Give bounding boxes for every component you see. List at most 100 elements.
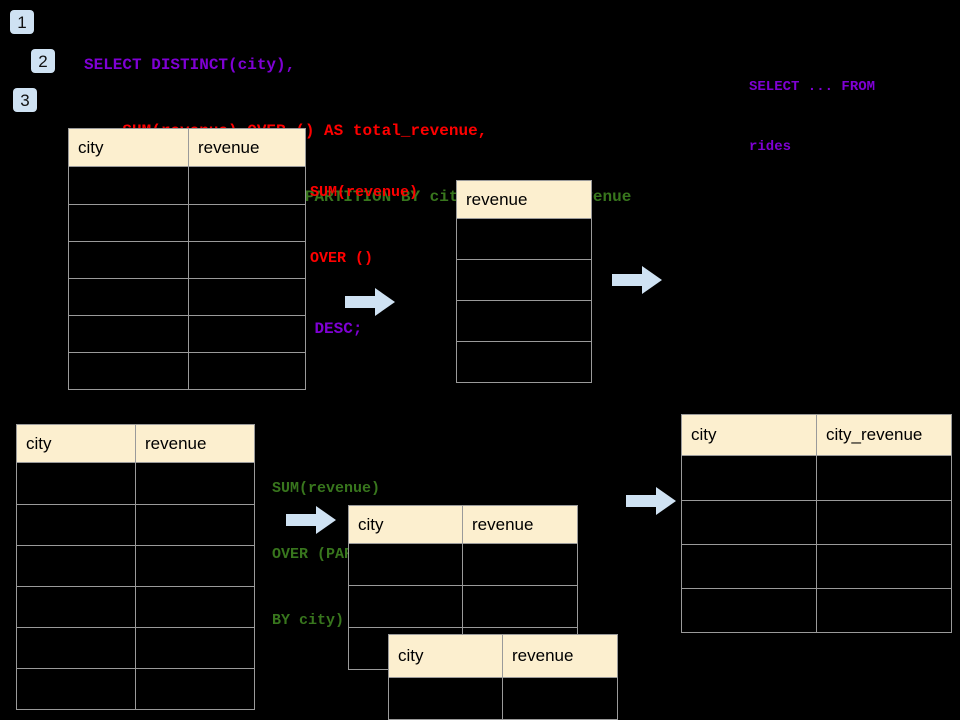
partition-group-table-front: city revenue <box>388 634 618 720</box>
table-cell <box>816 500 952 545</box>
table-cell <box>135 462 255 505</box>
table-cell <box>135 627 255 669</box>
step-badge-3: 3 <box>13 88 37 112</box>
column-header-city: city <box>348 505 463 544</box>
table-cell <box>816 455 952 501</box>
table-cell <box>188 352 306 390</box>
table-row <box>68 241 306 279</box>
table-row <box>16 627 255 669</box>
table-cell <box>68 278 189 316</box>
table-cell <box>188 241 306 279</box>
table-cell <box>462 585 578 628</box>
side-note-line-1: SELECT ... FROM <box>749 79 876 95</box>
annotation-city-revenue-line-1: SUM(revenue) <box>272 480 381 497</box>
table-cell <box>68 204 189 242</box>
table-row <box>456 259 592 301</box>
table-row <box>388 677 618 720</box>
table-cell <box>681 455 817 501</box>
table-cell <box>16 668 136 710</box>
table-row <box>681 588 952 633</box>
table-row <box>456 300 592 342</box>
rides-source-table-bottom: city revenue <box>16 424 255 710</box>
table-row <box>68 204 306 242</box>
side-note-line-2: rides <box>749 139 792 155</box>
table-row <box>348 585 578 628</box>
table-cell <box>681 544 817 589</box>
side-note-select-from-rides: SELECT ... FROM rides <box>749 37 875 197</box>
table-cell <box>16 586 136 628</box>
column-header-city: city <box>68 128 189 167</box>
column-header-city: city <box>16 424 136 463</box>
arrow-rides-to-partition <box>286 506 336 534</box>
column-header-city: city <box>681 414 817 456</box>
table-cell <box>462 543 578 586</box>
annotation-city-revenue: SUM(revenue) OVER (PARTITION BY city) <box>272 434 407 676</box>
table-cell <box>135 545 255 587</box>
annotation-total-revenue-line-1: SUM(revenue) <box>310 184 419 201</box>
table-cell <box>16 627 136 669</box>
table-cell <box>388 677 503 720</box>
annotation-city-revenue-line-3: BY city) <box>272 612 345 629</box>
column-header-revenue: revenue <box>462 505 578 544</box>
table-cell <box>188 278 306 316</box>
table-cell <box>68 241 189 279</box>
table-row <box>456 341 592 383</box>
annotation-total-revenue-line-2: OVER () <box>310 250 374 267</box>
rides-source-table-top: city revenue <box>68 128 306 390</box>
column-header-revenue: revenue <box>502 634 618 678</box>
table-cell <box>348 543 463 586</box>
table-header-row: city revenue <box>388 634 618 678</box>
table-row <box>16 504 255 546</box>
table-cell <box>456 218 592 260</box>
table-row <box>68 352 306 390</box>
table-header-row: city revenue <box>16 424 255 463</box>
table-row <box>68 278 306 316</box>
table-cell <box>16 545 136 587</box>
column-header-revenue: revenue <box>188 128 306 167</box>
arrow-rides-to-total-revenue <box>345 288 395 316</box>
arrow-total-revenue-to-result-top <box>612 266 662 294</box>
table-cell <box>816 544 952 589</box>
table-row <box>681 455 952 501</box>
table-cell <box>188 315 306 353</box>
table-cell <box>681 588 817 633</box>
table-cell <box>68 352 189 390</box>
table-cell <box>16 462 136 505</box>
step-badge-1: 1 <box>10 10 34 34</box>
total-revenue-table: revenue <box>456 180 592 383</box>
table-cell <box>816 588 952 633</box>
table-header-row: city revenue <box>68 128 306 167</box>
table-row <box>16 545 255 587</box>
table-row <box>16 586 255 628</box>
table-cell <box>16 504 136 546</box>
column-header-city-revenue: city_revenue <box>816 414 952 456</box>
table-cell <box>456 341 592 383</box>
table-row <box>456 218 592 260</box>
table-row <box>348 543 578 586</box>
table-header-row: city city_revenue <box>681 414 952 456</box>
table-cell <box>135 668 255 710</box>
city-revenue-result-table: city city_revenue <box>681 414 952 633</box>
step-badge-2: 2 <box>31 49 55 73</box>
table-cell <box>456 259 592 301</box>
table-row <box>68 315 306 353</box>
annotation-total-revenue: SUM(revenue) OVER () <box>310 138 418 314</box>
table-row <box>681 544 952 589</box>
table-row <box>68 166 306 205</box>
table-row <box>681 500 952 545</box>
table-cell <box>188 166 306 205</box>
table-cell <box>681 500 817 545</box>
table-cell <box>348 585 463 628</box>
table-cell <box>456 300 592 342</box>
column-header-city: city <box>388 634 503 678</box>
column-header-revenue: revenue <box>456 180 592 219</box>
sql-line-1: SELECT DISTINCT(city), <box>84 56 296 74</box>
arrow-partition-to-result <box>626 487 676 515</box>
table-cell <box>502 677 618 720</box>
table-row <box>16 462 255 505</box>
table-cell <box>188 204 306 242</box>
table-row <box>16 668 255 710</box>
column-header-revenue: revenue <box>135 424 255 463</box>
table-cell <box>135 504 255 546</box>
